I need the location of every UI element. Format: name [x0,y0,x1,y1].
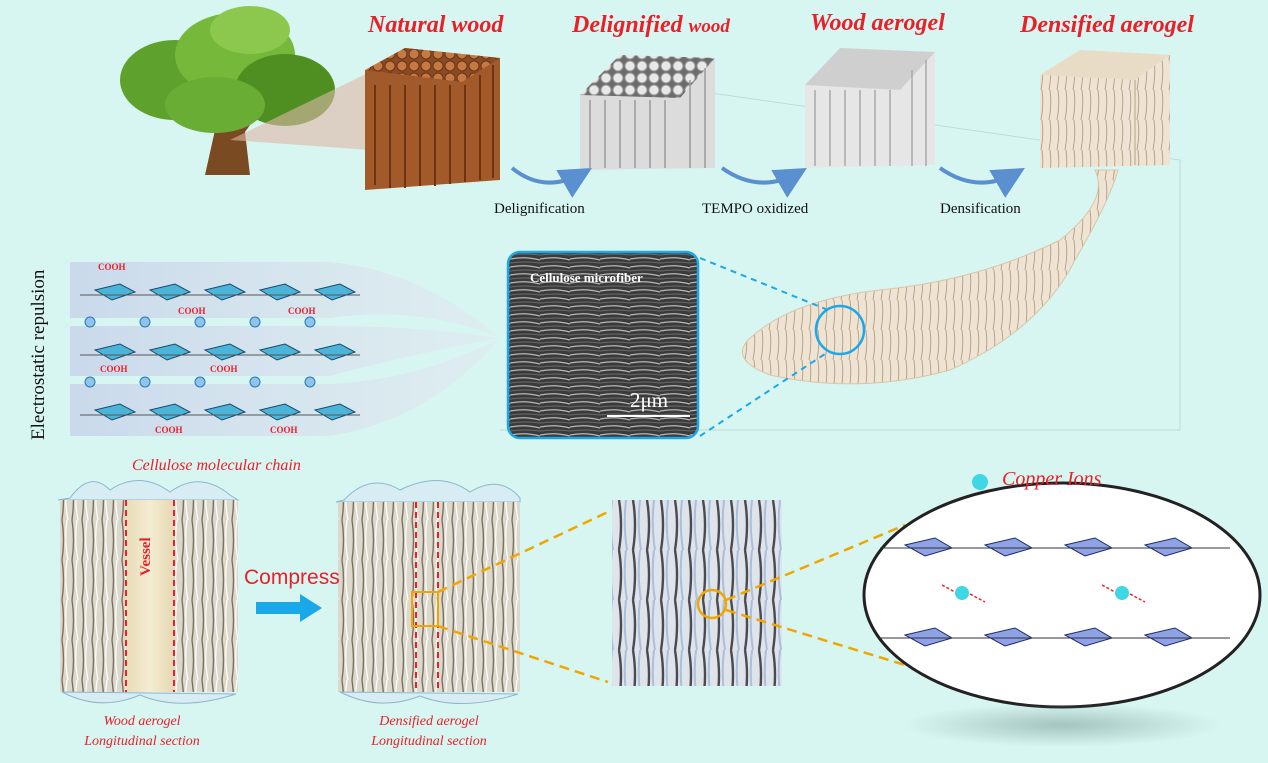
repulsion-icons [84,316,316,388]
fiber-ribbon [742,169,1119,385]
densified-aerogel-section [335,480,521,705]
cellulose-chain-panel [70,262,500,436]
copper-ions-label: Copper Ions [1002,468,1102,490]
stage-title-aerogel: Wood aerogel [810,10,945,36]
tree-icon [120,6,335,175]
step-delignification: Delignification [494,201,585,217]
process-arrows [510,166,1025,198]
electrostatic-repulsion-label: Electrostatic repulsion [28,269,49,440]
crosslink-ellipse [862,481,1262,709]
sem-label: Cellulose microfiber [530,270,643,285]
magnify-ring [814,304,866,356]
sem-image [506,250,700,440]
cooh-label: COOH [178,306,206,316]
wood-aerogel-caption-line2: Longitudinal section [84,734,200,749]
densified-aerogel-block [1040,50,1170,168]
stage-title-natural: Natural wood [368,12,504,38]
wood-aerogel-block [805,48,935,168]
copper-ion-legend-icon [972,474,988,490]
delignified-wood-block [580,55,715,170]
stage-title-densified: Densified aerogel [1020,12,1194,38]
vessel-label: Vessel [138,537,154,576]
cooh-label: COOH [100,364,128,374]
step-densification: Densification [940,201,1021,217]
zoom-guides-orange-2 [725,523,906,667]
magnify-guides [699,257,829,437]
cooh-label: COOH [210,364,238,374]
chain-caption: Cellulose molecular chain [132,457,301,474]
glucose-rings-row1 [93,283,357,301]
glucose-rings-row3 [93,403,357,421]
stage-title-delignified-main: Delignified [572,12,683,38]
densified-aerogel-caption: Densified aerogel Longitudinal section [354,712,504,752]
cooh-label: COOH [155,425,183,435]
cooh-label: COOH [270,425,298,435]
floor-shadow [902,703,1222,747]
wood-aerogel-caption: Wood aerogel Longitudinal section [82,712,202,752]
stage-title-delignified: Delignified wood [572,12,730,39]
densified-aerogel-caption-line2: Longitudinal section [371,734,487,749]
wood-aerogel-caption-line1: Wood aerogel [103,714,181,729]
wood-aerogel-section [57,480,240,704]
zoom-beam [230,72,370,150]
zoom-guides-orange [437,510,609,684]
compress-label: Compress [244,566,340,589]
magnified-fibers [612,500,782,686]
step-tempo: TEMPO oxidized [702,201,809,217]
densified-aerogel-caption-line1: Densified aerogel [379,714,479,729]
cooh-label: COOH [288,306,316,316]
stage-title-delignified-sub: wood [688,16,730,37]
cooh-label: COOH [98,262,126,272]
glucose-rings-row2 [93,343,357,361]
compress-arrow-icon [256,594,322,622]
natural-wood-block [365,48,500,190]
sem-scale-bar-label: 2μm [630,388,669,412]
